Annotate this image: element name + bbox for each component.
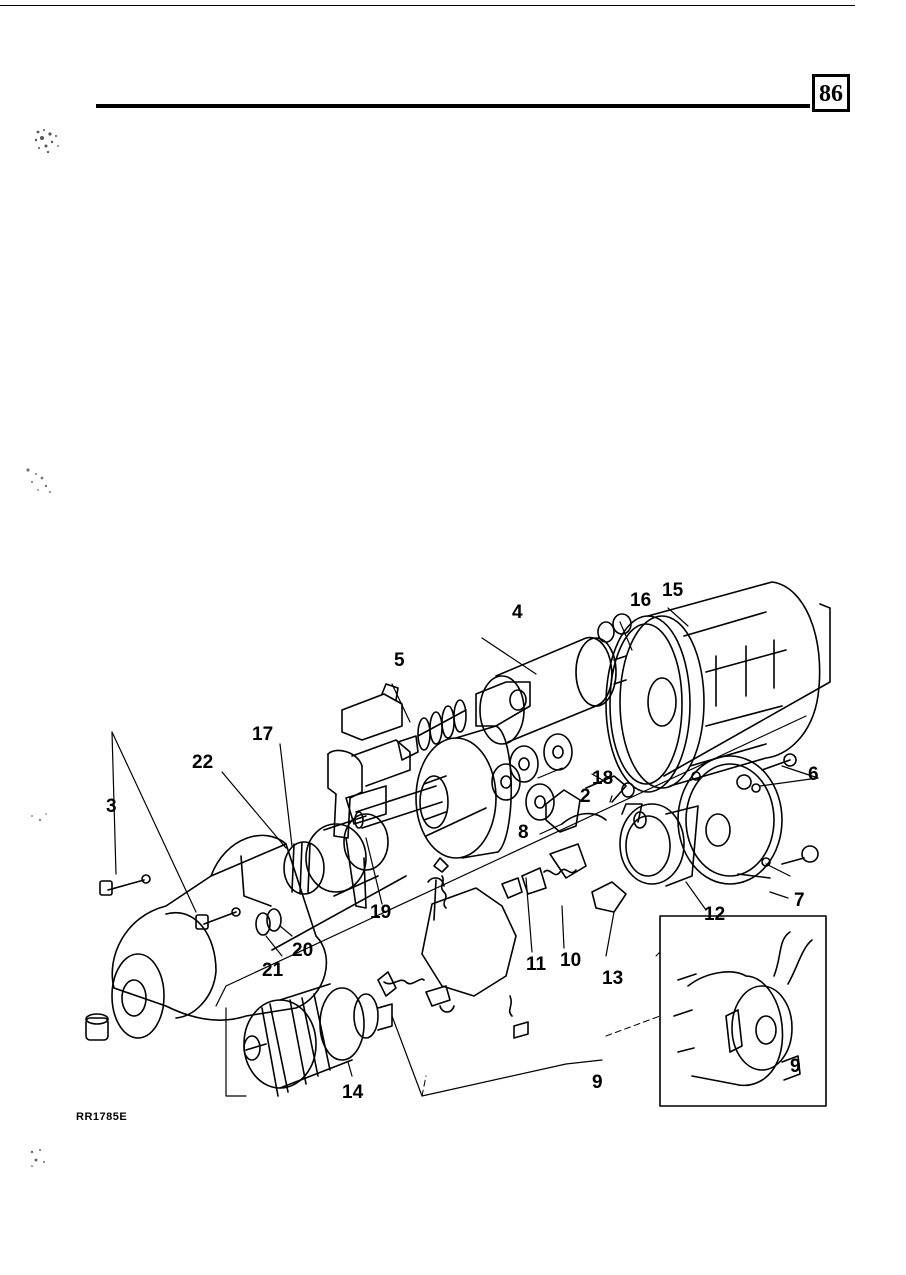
brush-box-assembly-9 xyxy=(377,857,529,1039)
section-number: 86 xyxy=(819,81,843,107)
callout-16: 16 xyxy=(630,590,651,611)
callout-2: 2 xyxy=(580,786,591,807)
outline xyxy=(663,603,831,777)
through-bolts-3 xyxy=(99,874,241,930)
callout-8: 8 xyxy=(518,822,529,843)
exploded-view-drawing: 3 4 5 6 7 8 9 9 10 11 12 13 14 15 16 17 … xyxy=(76,580,831,1123)
section-number-box: 86 xyxy=(812,74,850,112)
seal-ring-16 xyxy=(605,615,691,793)
callout-4: 4 xyxy=(512,602,523,623)
callout-19: 19 xyxy=(370,902,391,923)
callout-12: 12 xyxy=(704,904,725,925)
brush-holders-8-10 xyxy=(501,775,635,913)
gear-housing xyxy=(341,683,513,859)
armature-14 xyxy=(243,983,393,1097)
scan-speck xyxy=(30,1149,45,1167)
callout-10: 10 xyxy=(560,950,581,971)
header-rule xyxy=(96,104,810,108)
callout-6: 6 xyxy=(808,764,819,785)
callout-14: 14 xyxy=(342,1082,364,1103)
callout-20: 20 xyxy=(292,940,313,961)
brush-plate-12 xyxy=(619,803,699,887)
callout-9-inset: 9 xyxy=(790,1056,801,1077)
callout-5: 5 xyxy=(394,650,405,671)
top-rule xyxy=(0,5,855,6)
scan-speck xyxy=(34,129,59,154)
callout-leaders xyxy=(111,607,819,1097)
planet-gears-18 xyxy=(491,733,573,821)
intermediate-shaft-19 xyxy=(354,785,487,837)
callout-15: 15 xyxy=(662,580,684,601)
scan-speck xyxy=(31,813,47,822)
callout-13: 13 xyxy=(602,968,623,989)
plunger-spring-5 xyxy=(397,699,467,761)
guide-lines xyxy=(421,951,661,1097)
figure-reference-code: RR1785E xyxy=(76,1111,127,1123)
callout-17: 17 xyxy=(252,724,273,745)
callout-numbers: 3 4 5 6 7 8 9 9 10 11 12 13 14 15 16 17 … xyxy=(76,580,819,1123)
washers-20-21 xyxy=(255,875,407,951)
callout-22: 22 xyxy=(192,752,213,773)
inset-detail xyxy=(659,915,827,1107)
drive-pinion-22 xyxy=(283,813,389,897)
bolts-6 xyxy=(736,753,819,865)
callout-11: 11 xyxy=(526,954,547,975)
callout-9: 9 xyxy=(592,1072,603,1093)
callout-7: 7 xyxy=(794,890,805,911)
callout-18: 18 xyxy=(592,768,613,789)
drive-end-housing xyxy=(85,834,328,1041)
starter-motor-exploded-diagram: 3 4 5 6 7 8 9 9 10 11 12 13 14 15 16 17 … xyxy=(66,576,846,1132)
scan-speck xyxy=(26,468,51,493)
callout-3: 3 xyxy=(106,796,117,817)
callout-21: 21 xyxy=(262,960,284,981)
